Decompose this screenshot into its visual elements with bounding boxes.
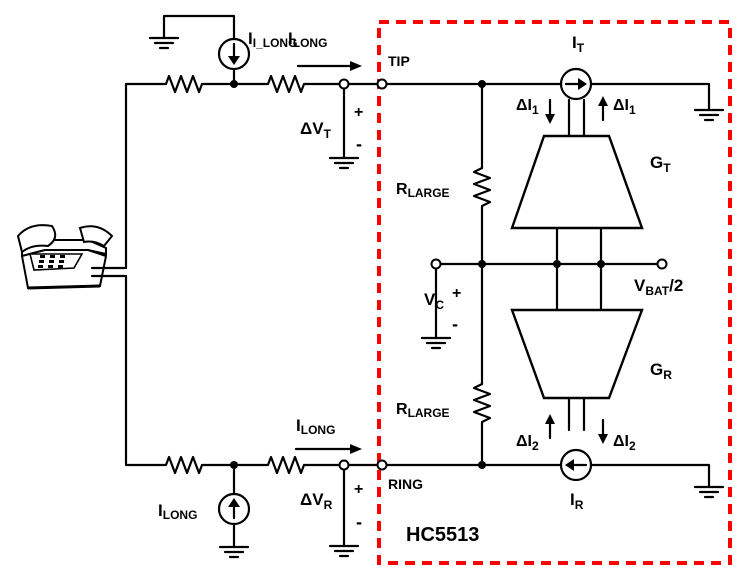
- svg-text:+: +: [354, 104, 363, 121]
- di1-label: ΔI1: [516, 97, 539, 117]
- ring-label: RING: [388, 476, 423, 492]
- it-label: IT: [572, 33, 585, 55]
- chip-boundary: [377, 20, 732, 565]
- ground-icon: [328, 156, 360, 170]
- amplifier-icon: [510, 308, 644, 400]
- vbat-half-label: VBAT/2: [634, 276, 683, 298]
- amplifier-icon: [510, 134, 644, 230]
- current-source-icon: [217, 492, 251, 526]
- svg-text:-: -: [452, 314, 458, 334]
- svg-text:+: +: [354, 481, 363, 498]
- telephone-icon: [16, 224, 114, 290]
- current-source-icon: [217, 37, 251, 71]
- di2-label: ΔI2: [516, 433, 539, 453]
- gr-label: GR: [650, 360, 672, 382]
- svg-text:+: +: [452, 285, 461, 302]
- r-large-label: RLARGE: [396, 181, 450, 200]
- resistor-icon: [160, 74, 236, 94]
- svg-text:-: -: [356, 134, 362, 154]
- svg-text:-: -: [356, 512, 362, 532]
- resistor-icon: [472, 166, 492, 266]
- ground-icon: [693, 485, 725, 499]
- resistor-icon: [232, 455, 346, 475]
- delta-vt-label: ΔVT: [300, 119, 332, 141]
- di1-label: ΔI1: [613, 97, 636, 117]
- line-cord-top: [90, 82, 164, 270]
- delta-vr-label: ΔVR: [300, 490, 333, 512]
- ground-icon: [420, 336, 452, 350]
- di2-label: ΔI2: [613, 433, 636, 453]
- ground-icon: [693, 108, 725, 122]
- chip-name: HC5513: [406, 524, 479, 546]
- ground-icon: [218, 545, 250, 559]
- i-long-label: ILONG: [158, 501, 197, 522]
- resistor-icon: [160, 455, 236, 475]
- r-large-label: RLARGE: [396, 401, 450, 420]
- i-long-label: ILONG: [296, 416, 335, 437]
- gt-label: GT: [650, 153, 671, 175]
- tip-label: TIP: [388, 53, 410, 69]
- ground-icon: [328, 544, 360, 558]
- line-cord-bottom: [90, 274, 164, 467]
- ir-label: IR: [570, 490, 584, 512]
- current-source-icon: [559, 448, 593, 482]
- ground-icon: [148, 36, 180, 50]
- resistor-icon: [232, 74, 346, 94]
- vc-label: VC: [424, 290, 444, 312]
- i-long-label: ILONG: [288, 29, 327, 50]
- current-source-icon: [559, 67, 593, 101]
- resistor-icon: [472, 262, 492, 467]
